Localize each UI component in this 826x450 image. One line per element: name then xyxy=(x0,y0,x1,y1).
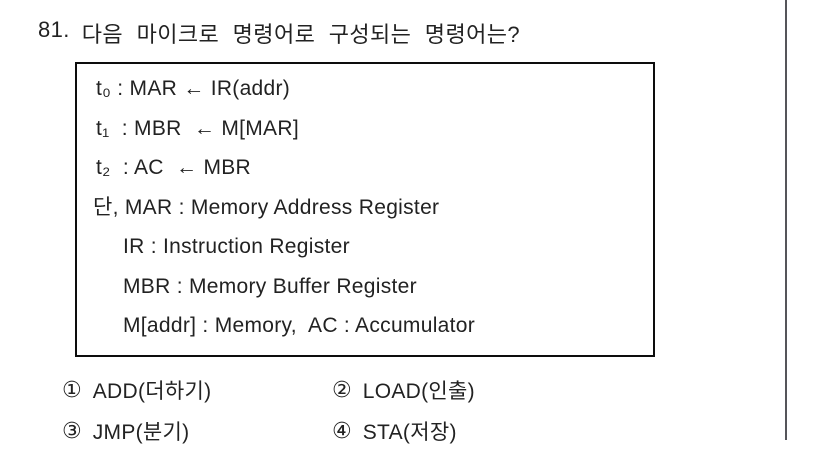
legend-line-memory-ac: M[addr] : Memory, AC : Accumulator xyxy=(123,314,476,337)
choice-3-marker: ③ xyxy=(62,418,82,443)
choice-1[interactable]: ① ADD(더하기) xyxy=(62,374,332,406)
page-column-divider-line xyxy=(785,0,787,440)
choice-4[interactable]: ④ STA(저장) xyxy=(332,415,475,447)
question-heading: 81. 다음 마이크로 명령어로 구성되는 명령어는? xyxy=(38,17,520,49)
choice-2-label: LOAD(인출) xyxy=(362,380,475,403)
choice-2[interactable]: ② LOAD(인출) xyxy=(332,374,475,406)
choice-4-marker: ④ xyxy=(332,418,352,443)
micro-op-line-t2: t₂ : AC ← MBR xyxy=(96,156,252,179)
micro-op-line-t1: t₁ : MBR ← M[MAR] xyxy=(96,116,299,140)
choice-3[interactable]: ③ JMP(분기) xyxy=(62,415,332,447)
question-text: 다음 마이크로 명령어로 구성되는 명령어는? xyxy=(81,22,521,47)
question-number: 81. xyxy=(38,17,70,42)
legend-line-mar: 단, MAR : Memory Address Register xyxy=(93,195,440,219)
legend-line-mbr: MBR : Memory Buffer Register xyxy=(123,274,417,298)
legend-line-ir: IR : Instruction Register xyxy=(123,235,350,258)
choice-1-label: ADD(더하기) xyxy=(92,380,212,403)
choice-2-marker: ② xyxy=(332,377,352,402)
answer-choices: ① ADD(더하기) ② LOAD(인출) ③ JMP(분기) ④ STA(저장… xyxy=(62,374,475,447)
choice-4-label: STA(저장) xyxy=(362,421,457,444)
micro-op-line-t0: t₀ : MAR ← IR(addr) xyxy=(96,77,291,100)
micro-operation-box: t₀ : MAR ← IR(addr) t₁ : MBR ← M[MAR] t₂… xyxy=(75,62,655,357)
choice-1-marker: ① xyxy=(62,377,82,402)
choice-3-label: JMP(분기) xyxy=(92,421,190,444)
